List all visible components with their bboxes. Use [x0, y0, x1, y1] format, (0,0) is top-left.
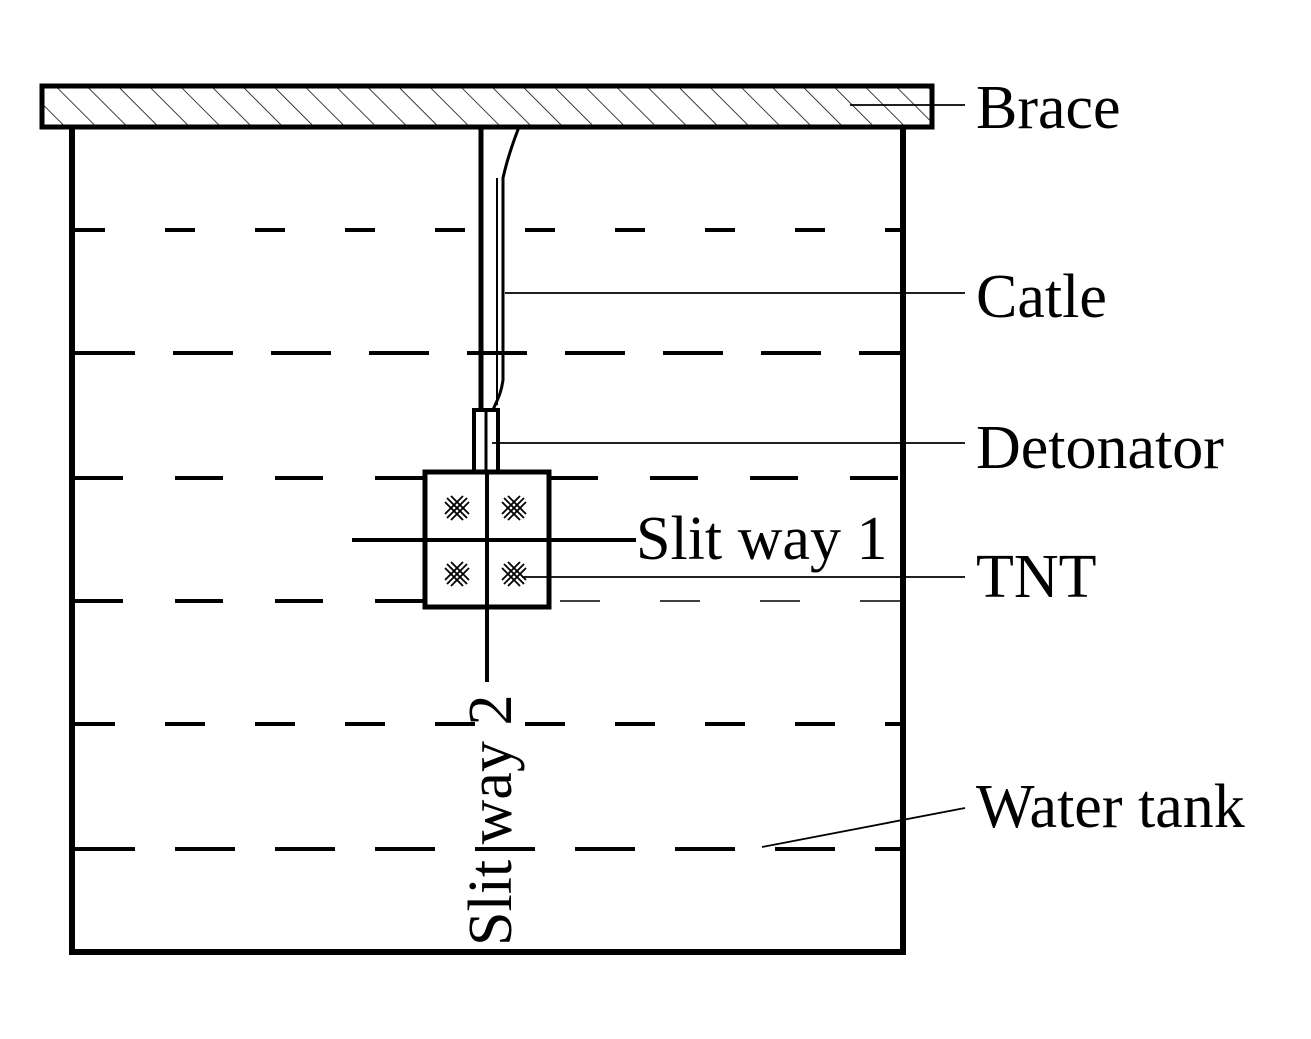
tnt-mark-4 [501, 561, 527, 587]
tnt-marks [444, 495, 527, 587]
water-lines [75, 228, 900, 851]
label-tnt: TNT [976, 543, 1097, 611]
tnt-mark-1 [444, 495, 470, 521]
brace-bar [39, 83, 935, 130]
tnt-mark-3 [444, 561, 470, 587]
water-tank-walls [69, 127, 906, 955]
label-water-tank: Water tank [976, 773, 1245, 841]
tnt-mark-2 [501, 495, 527, 521]
label-slit-way-1: Slit way 1 [636, 505, 887, 573]
leader-lines [492, 104, 966, 848]
label-slit-way-2: Slit way 2 [457, 695, 525, 946]
label-brace: Brace [976, 74, 1121, 142]
label-catle: Catle [976, 263, 1107, 331]
leader-water-tank [761, 807, 966, 848]
label-detonator: Detonator [976, 414, 1224, 482]
